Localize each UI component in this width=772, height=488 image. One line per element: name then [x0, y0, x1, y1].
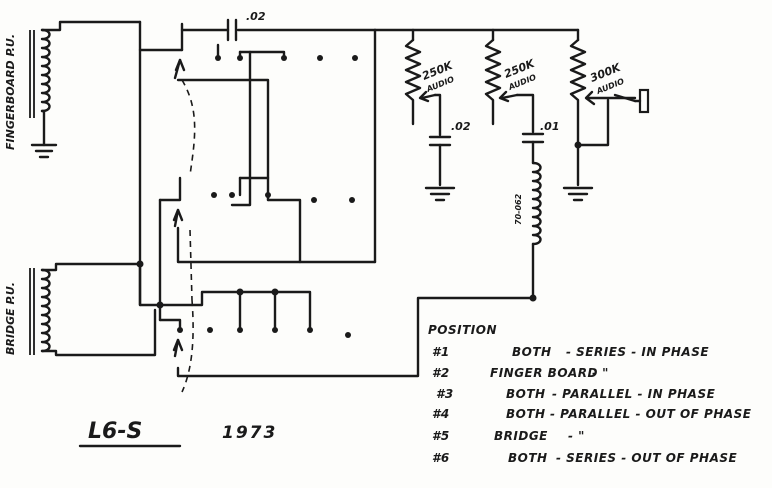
legend-num: #5 — [432, 429, 450, 443]
legend-num: #6 — [432, 451, 450, 465]
legend-num: #2 — [432, 366, 450, 380]
legend-desc: - PARALLEL - OUT OF PHASE — [550, 407, 752, 421]
pot1-cap-label: .02 — [451, 120, 471, 133]
legend-desc: - " — [592, 366, 609, 380]
bridge-pickup-label: BRIDGE P.U. — [4, 282, 17, 355]
selector-switch-wiring — [138, 18, 535, 393]
legend-pickup: BOTH — [508, 451, 548, 465]
tone-cap-label: .02 — [246, 10, 266, 23]
legend-desc: - " — [568, 429, 585, 443]
bridge-pickup — [29, 262, 157, 357]
legend-pickup: FINGER BOARD — [490, 366, 598, 380]
fingerboard-pickup — [29, 20, 142, 147]
legend-heading: POSITION — [428, 323, 497, 337]
switch-terminals — [177, 55, 358, 338]
ground-symbol — [30, 143, 58, 159]
legend-pickup: BOTH — [512, 345, 552, 359]
output-bus — [373, 28, 580, 264]
legend-pickup: BOTH — [506, 407, 546, 421]
legend-pickup: BRIDGE — [494, 429, 548, 443]
legend-num: #1 — [432, 345, 450, 359]
legend-pickup: BOTH — [506, 387, 546, 401]
legend-num: #4 — [432, 407, 450, 421]
legend-desc: - SERIES - OUT OF PHASE — [556, 451, 738, 465]
legend-desc: - PARALLEL - IN PHASE — [552, 387, 716, 401]
pot-3 — [569, 38, 637, 187]
ground-symbol — [562, 186, 594, 202]
legend-desc: - SERIES - IN PHASE — [566, 345, 709, 359]
ground-symbol — [424, 186, 456, 202]
choke-label: 70-062 — [514, 193, 523, 225]
output-jack — [613, 88, 650, 114]
pot-2 — [484, 38, 545, 300]
position-legend: POSITION #1 BOTH - SERIES - IN PHASE #2 … — [428, 323, 752, 465]
pot-1 — [404, 38, 452, 187]
pot2-cap-label: .01 — [540, 120, 560, 133]
year-label: 1973 — [222, 423, 277, 443]
model-title: L6-S — [88, 419, 142, 444]
legend-num: #3 — [436, 387, 454, 401]
fingerboard-pickup-label: FINGERBOARD P.U. — [4, 34, 17, 150]
